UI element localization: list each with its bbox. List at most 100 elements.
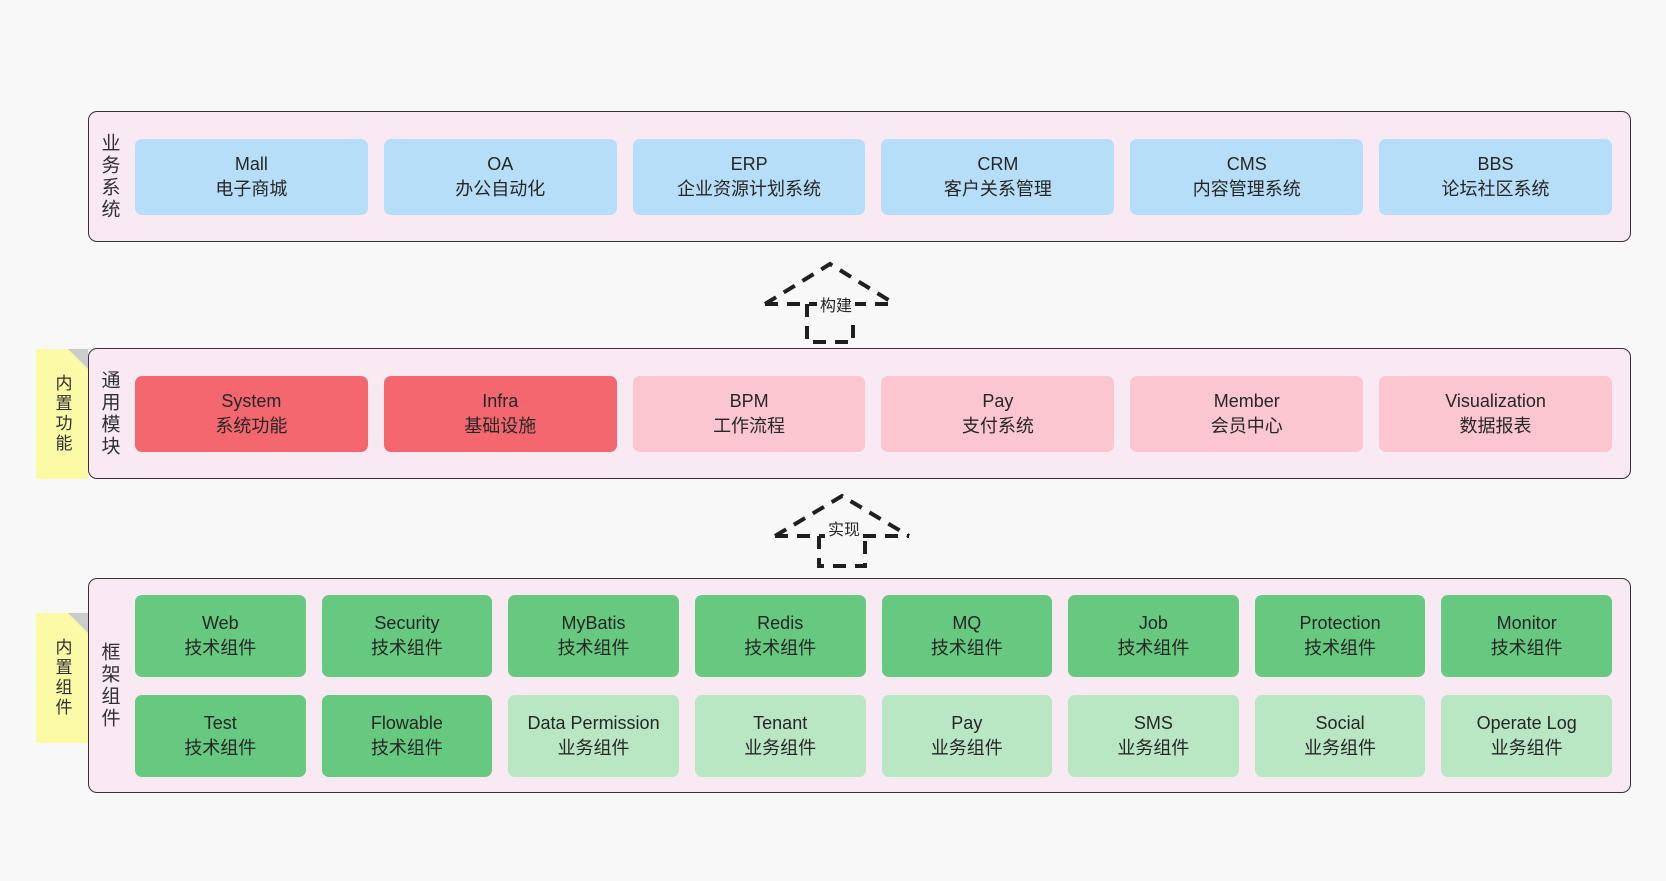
card-title-en: Job — [1138, 613, 1168, 634]
card-title-en: Visualization — [1445, 391, 1546, 412]
card-title-cn: 技术组件 — [1490, 637, 1563, 658]
note-builtin-functions: 内置功能 — [36, 349, 88, 479]
card-erp[interactable]: ERP 企业资源计划系统 — [632, 138, 866, 215]
card-title-cn: 技术组件 — [1117, 637, 1190, 658]
card-title-en: SMS — [1133, 713, 1173, 734]
folded-corner-icon — [68, 613, 88, 633]
layer-framework-label: 框架组件 — [98, 641, 120, 730]
card-flowable[interactable]: Flowable 技术组件 — [321, 694, 493, 777]
card-title-en: Operate Log — [1476, 713, 1577, 734]
card-member[interactable]: Member 会员中心 — [1130, 375, 1364, 452]
card-infra[interactable]: Infra 基础设施 — [383, 375, 617, 452]
card-title-cn: 业务组件 — [557, 737, 630, 758]
card-data-permission[interactable]: Data Permission 业务组件 — [508, 694, 679, 777]
card-title-en: Redis — [757, 613, 804, 634]
card-cms[interactable]: CMS 内容管理系统 — [1130, 138, 1364, 215]
connector-implement-label: 实现 — [825, 516, 864, 540]
card-title-en: Social — [1315, 713, 1365, 734]
card-oa[interactable]: OA 办公自动化 — [383, 138, 617, 215]
card-title-cn: 技术组件 — [1304, 637, 1377, 658]
card-title-cn: 业务组件 — [1117, 737, 1190, 758]
card-social[interactable]: Social 业务组件 — [1254, 694, 1426, 777]
card-title-cn: 业务组件 — [1490, 737, 1563, 758]
card-title-en: CRM — [977, 154, 1019, 175]
note-text: 内置组件 — [52, 638, 72, 718]
card-title-cn: 客户关系管理 — [943, 178, 1052, 199]
card-title-en: CMS — [1226, 154, 1267, 175]
card-test[interactable]: Test 技术组件 — [135, 694, 306, 777]
card-visualization[interactable]: Visualization 数据报表 — [1379, 375, 1612, 452]
card-title-en: Mall — [234, 154, 268, 175]
card-title-en: Protection — [1299, 613, 1381, 634]
note-builtin-components: 内置组件 — [36, 613, 88, 743]
card-title-cn: 技术组件 — [370, 737, 443, 758]
card-title-en: OA — [487, 154, 514, 175]
card-redis[interactable]: Redis 技术组件 — [694, 594, 866, 677]
card-title-cn: 技术组件 — [744, 637, 817, 658]
layer-modules-body: System 系统功能 Infra 基础设施 BPM 工作流程 Pay 支付系统… — [129, 349, 1630, 478]
card-title-en: BBS — [1477, 154, 1514, 175]
card-pay-component[interactable]: Pay 业务组件 — [881, 694, 1053, 777]
connector-build-label: 构建 — [817, 292, 856, 316]
card-title-cn: 办公自动化 — [455, 178, 546, 199]
card-title-cn: 论坛社区系统 — [1441, 178, 1550, 199]
card-mq[interactable]: MQ 技术组件 — [881, 594, 1053, 677]
card-title-en: BPM — [729, 391, 769, 412]
card-crm[interactable]: CRM 客户关系管理 — [881, 138, 1115, 215]
card-mall[interactable]: Mall 电子商城 — [135, 138, 368, 215]
card-title-en: Pay — [982, 391, 1014, 412]
card-system[interactable]: System 系统功能 — [135, 375, 368, 452]
card-title-cn: 技术组件 — [370, 637, 443, 658]
card-title-en: Web — [201, 613, 239, 634]
card-title-cn: 内容管理系统 — [1192, 178, 1301, 199]
card-job[interactable]: Job 技术组件 — [1068, 594, 1239, 677]
card-title-en: Test — [203, 713, 237, 734]
card-title-en: MyBatis — [561, 613, 626, 634]
card-title-cn: 数据报表 — [1459, 415, 1532, 436]
card-title-cn: 业务组件 — [1304, 737, 1377, 758]
card-operate-log[interactable]: Operate Log 业务组件 — [1441, 694, 1612, 777]
card-title-en: ERP — [730, 154, 768, 175]
card-title-cn: 业务组件 — [744, 737, 817, 758]
card-protection[interactable]: Protection 技术组件 — [1254, 594, 1426, 677]
layer-modules-label: 通用模块 — [98, 369, 120, 458]
note-text: 内置功能 — [52, 374, 72, 454]
layer-common-modules: 通用模块 System 系统功能 Infra 基础设施 BPM 工作流程 Pay… — [88, 348, 1631, 479]
card-title-en: Monitor — [1496, 613, 1557, 634]
card-title-en: Data Permission — [527, 713, 660, 734]
card-monitor[interactable]: Monitor 技术组件 — [1441, 594, 1612, 677]
card-title-en: System — [221, 391, 282, 412]
card-title-cn: 企业资源计划系统 — [677, 178, 822, 199]
layer-business-label: 业务系统 — [98, 132, 120, 221]
card-title-en: Infra — [482, 391, 519, 412]
layer-business-systems: 业务系统 Mall 电子商城 OA 办公自动化 ERP 企业资源计划系统 CRM… — [88, 111, 1631, 242]
card-title-en: Security — [374, 613, 440, 634]
card-bpm[interactable]: BPM 工作流程 — [632, 375, 866, 452]
card-title-cn: 基础设施 — [464, 415, 537, 436]
card-pay-module[interactable]: Pay 支付系统 — [881, 375, 1115, 452]
card-web[interactable]: Web 技术组件 — [135, 594, 306, 677]
card-title-cn: 工作流程 — [713, 415, 786, 436]
card-sms[interactable]: SMS 业务组件 — [1068, 694, 1239, 777]
dashed-generalization-arrow-icon — [763, 261, 897, 344]
framework-biz-row: Test 技术组件 Flowable 技术组件 Data Permission … — [135, 694, 1612, 777]
card-title-cn: 支付系统 — [961, 415, 1034, 436]
card-title-cn: 技术组件 — [184, 737, 257, 758]
card-tenant[interactable]: Tenant 业务组件 — [694, 694, 866, 777]
card-title-cn: 电子商城 — [215, 178, 288, 199]
business-card-row: Mall 电子商城 OA 办公自动化 ERP 企业资源计划系统 CRM 客户关系… — [135, 138, 1612, 215]
layer-framework-body: Web 技术组件 Security 技术组件 MyBatis 技术组件 Redi… — [129, 579, 1630, 792]
card-mybatis[interactable]: MyBatis 技术组件 — [508, 594, 679, 677]
modules-card-row: System 系统功能 Infra 基础设施 BPM 工作流程 Pay 支付系统… — [135, 375, 1612, 452]
card-bbs[interactable]: BBS 论坛社区系统 — [1379, 138, 1612, 215]
card-title-en: Flowable — [370, 713, 443, 734]
card-title-cn: 技术组件 — [557, 637, 630, 658]
card-title-en: Pay — [951, 713, 983, 734]
framework-tech-row: Web 技术组件 Security 技术组件 MyBatis 技术组件 Redi… — [135, 594, 1612, 677]
card-title-cn: 业务组件 — [930, 737, 1003, 758]
card-title-cn: 技术组件 — [184, 637, 257, 658]
connector-implement: 实现 — [767, 490, 917, 568]
layer-framework-components: 框架组件 Web 技术组件 Security 技术组件 MyBatis 技术组件… — [88, 578, 1631, 793]
card-title-en: MQ — [952, 613, 982, 634]
card-security[interactable]: Security 技术组件 — [321, 594, 493, 677]
